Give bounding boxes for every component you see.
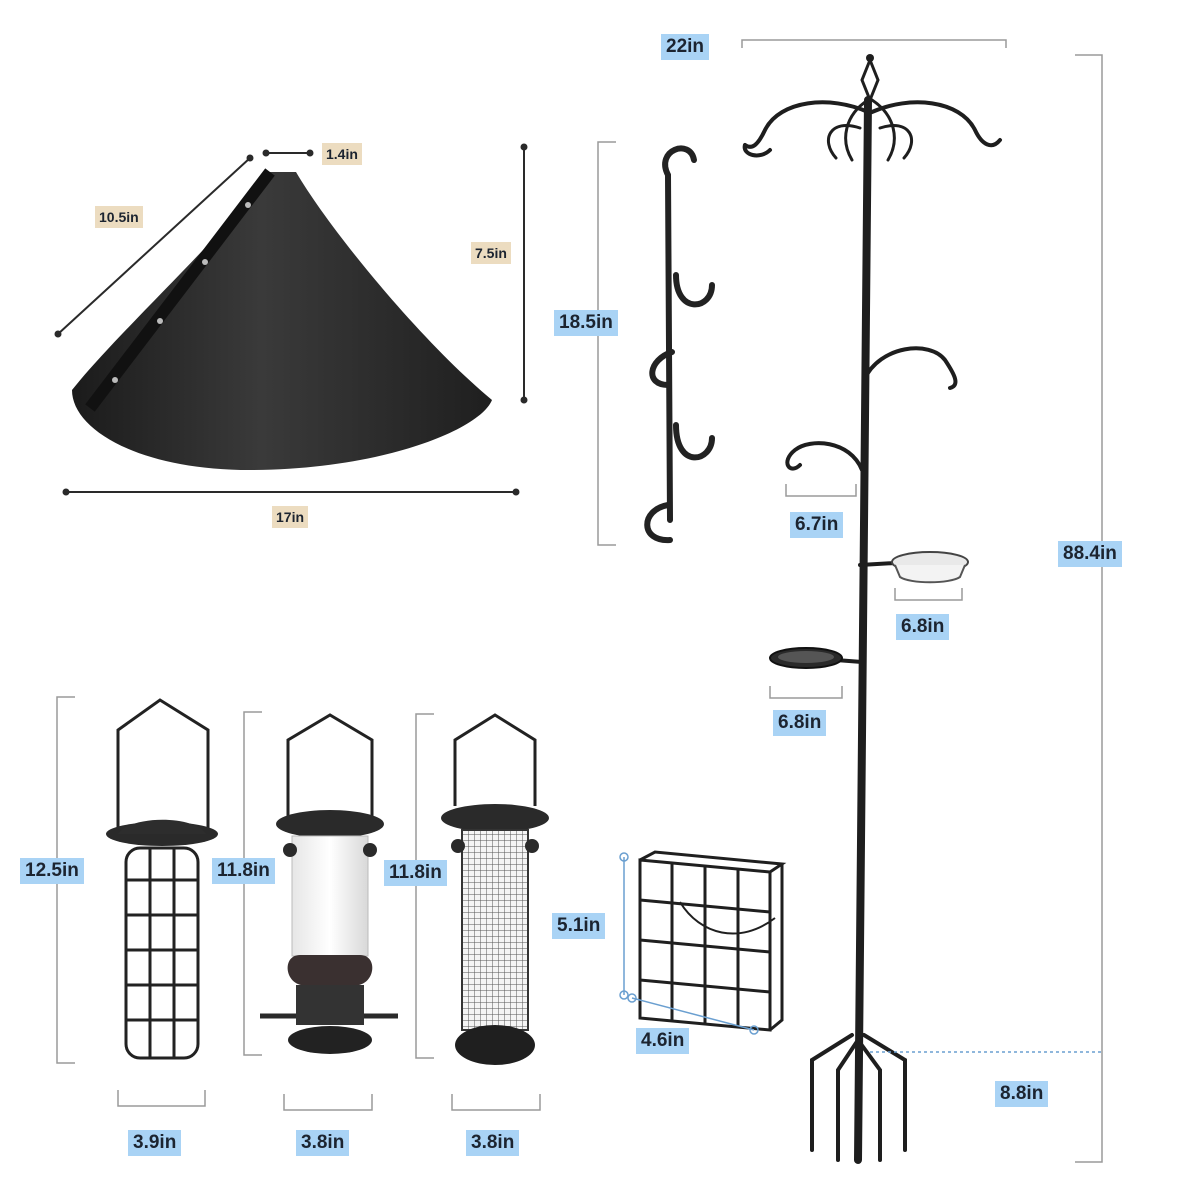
pole-side-arm-label: 6.7in	[790, 512, 844, 538]
shepherd-pole-icon	[742, 54, 1002, 1164]
feeder-3-height-label: 11.8in	[384, 860, 447, 886]
dish-tray-icon	[769, 647, 843, 669]
baffle-slant-label: 10.5in	[95, 206, 143, 228]
baffle-height-label: 7.5in	[471, 242, 511, 264]
baffle-dimension-lines	[54, 143, 528, 496]
suet-dimension-lines	[619, 852, 759, 1035]
extension-hook-icon	[644, 145, 715, 544]
pole-dimension-lines	[741, 39, 1103, 1163]
pole-mesh-tray-label: 6.8in	[896, 614, 950, 640]
squirrel-baffle-icon	[72, 168, 492, 470]
feeder-2-width-label: 3.8in	[296, 1130, 350, 1156]
feeder-1-height-label: 12.5in	[20, 858, 84, 884]
ball-cage-feeder-icon	[106, 698, 218, 1060]
suet-cage-icon	[638, 850, 787, 1032]
feeder-3-width-label: 3.8in	[466, 1130, 520, 1156]
hook-dimension-line	[597, 141, 616, 546]
feeder-1-width-label: 3.9in	[128, 1130, 182, 1156]
mesh-tray-icon	[891, 551, 969, 584]
hook-height-label: 18.5in	[554, 310, 618, 336]
suet-width-label: 4.6in	[636, 1028, 690, 1054]
pole-top-width-label: 22in	[661, 34, 710, 60]
tube-seed-feeder-icon	[260, 713, 398, 1054]
pole-base-stake-label: 8.8in	[995, 1081, 1049, 1107]
mesh-peanut-feeder-icon	[441, 713, 549, 1065]
baffle-bottom-width-label: 17in	[272, 506, 309, 528]
baffle-top-width-label: 1.4in	[322, 143, 362, 165]
pole-dish-tray-label: 6.8in	[773, 710, 827, 736]
feeder-2-height-label: 11.8in	[212, 858, 275, 884]
pole-total-height-label: 88.4in	[1058, 541, 1122, 567]
suet-height-label: 5.1in	[552, 913, 606, 939]
